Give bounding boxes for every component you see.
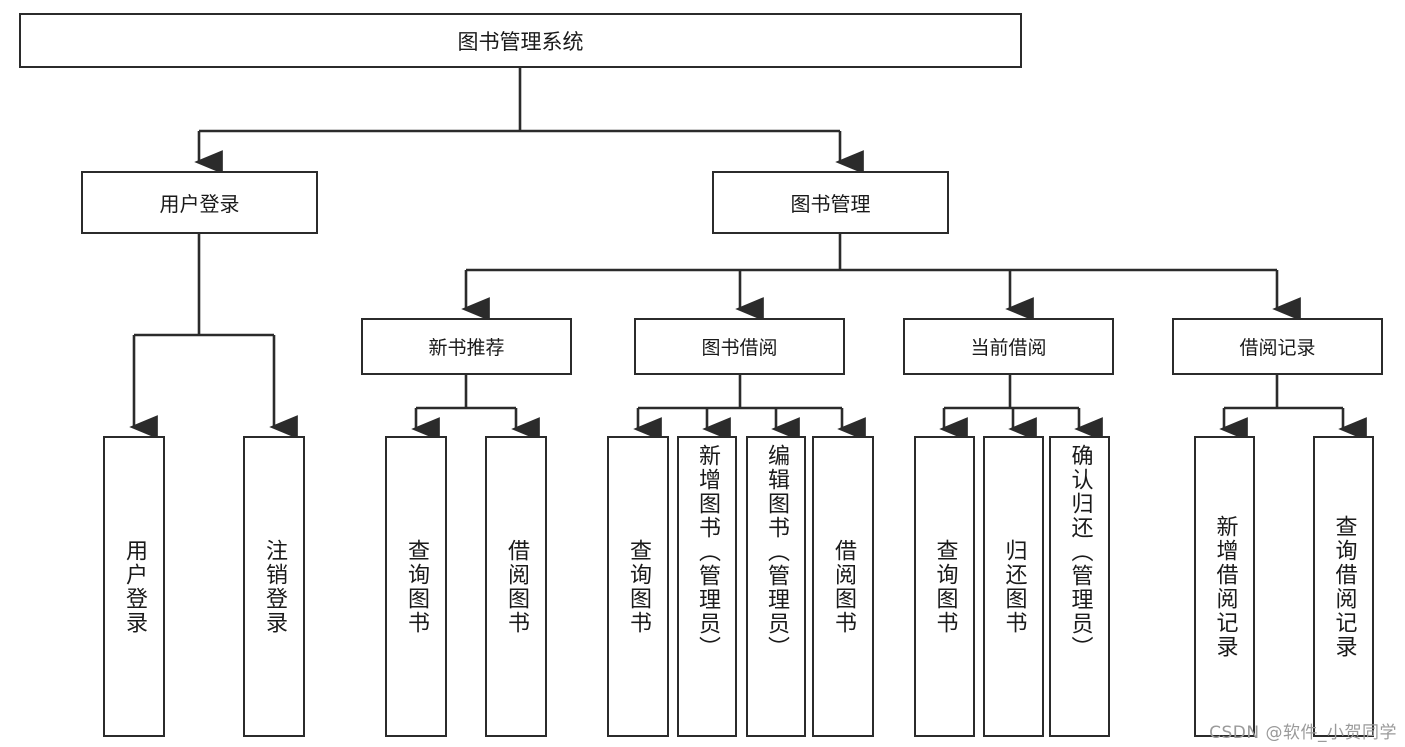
leaf-query-book-borrow[interactable]: 查询图书 <box>607 436 669 737</box>
leaf-edit-book-admin[interactable]: 编辑图书（管理员） <box>746 436 806 737</box>
leaf-query-borrow-record-label: 查询借阅记录 <box>1331 514 1357 659</box>
leaf-logout[interactable]: 注销登录 <box>243 436 305 737</box>
leaf-return-book[interactable]: 归还图书 <box>983 436 1044 737</box>
leaf-add-book-admin-label: 新增图书（管理员） <box>695 444 720 660</box>
leaf-query-book-current-label: 查询图书 <box>932 538 958 635</box>
leaf-user-login-label: 用户登录 <box>122 538 147 635</box>
leaf-query-book-newbook-label: 查询图书 <box>404 538 429 635</box>
leaf-borrow-book-newbook[interactable]: 借阅图书 <box>485 436 547 737</box>
node-book-management[interactable]: 图书管理 <box>712 171 949 234</box>
leaf-borrow-book-borrow-label: 借阅图书 <box>831 538 856 635</box>
node-current-borrow-label: 当前借阅 <box>970 337 1047 359</box>
node-user-login[interactable]: 用户登录 <box>81 171 318 234</box>
leaf-query-book-newbook[interactable]: 查询图书 <box>385 436 447 737</box>
node-book-borrow[interactable]: 图书借阅 <box>634 318 845 375</box>
leaf-user-login[interactable]: 用户登录 <box>103 436 165 737</box>
csdn-watermark: CSDN @软件_小贺同学 <box>1209 723 1397 743</box>
node-current-borrow[interactable]: 当前借阅 <box>903 318 1114 375</box>
leaf-query-book-borrow-label: 查询图书 <box>626 538 651 635</box>
leaf-query-borrow-record[interactable]: 查询借阅记录 <box>1313 436 1374 737</box>
leaf-return-book-label: 归还图书 <box>1001 538 1027 635</box>
node-book-management-label: 图书管理 <box>790 192 871 216</box>
node-new-book-recommend[interactable]: 新书推荐 <box>361 318 572 375</box>
node-borrow-records-label: 借阅记录 <box>1239 337 1316 359</box>
leaf-borrow-book-newbook-label: 借阅图书 <box>504 538 529 635</box>
node-book-borrow-label: 图书借阅 <box>701 337 778 359</box>
node-root-label: 图书管理系统 <box>457 29 584 54</box>
node-new-book-recommend-label: 新书推荐 <box>428 337 505 359</box>
leaf-logout-label: 注销登录 <box>262 538 287 635</box>
leaf-edit-book-admin-label: 编辑图书（管理员） <box>764 444 789 660</box>
node-user-login-label: 用户登录 <box>159 192 240 216</box>
leaf-add-book-admin[interactable]: 新增图书（管理员） <box>677 436 737 737</box>
leaf-add-borrow-record-label: 新增借阅记录 <box>1212 514 1238 659</box>
leaf-query-book-current[interactable]: 查询图书 <box>914 436 975 737</box>
leaf-add-borrow-record[interactable]: 新增借阅记录 <box>1194 436 1255 737</box>
node-borrow-records[interactable]: 借阅记录 <box>1172 318 1383 375</box>
leaf-confirm-return-admin-label: 确认归还（管理员） <box>1067 444 1093 660</box>
leaf-borrow-book-borrow[interactable]: 借阅图书 <box>812 436 874 737</box>
leaf-confirm-return-admin[interactable]: 确认归还（管理员） <box>1049 436 1110 737</box>
node-root[interactable]: 图书管理系统 <box>19 13 1022 68</box>
